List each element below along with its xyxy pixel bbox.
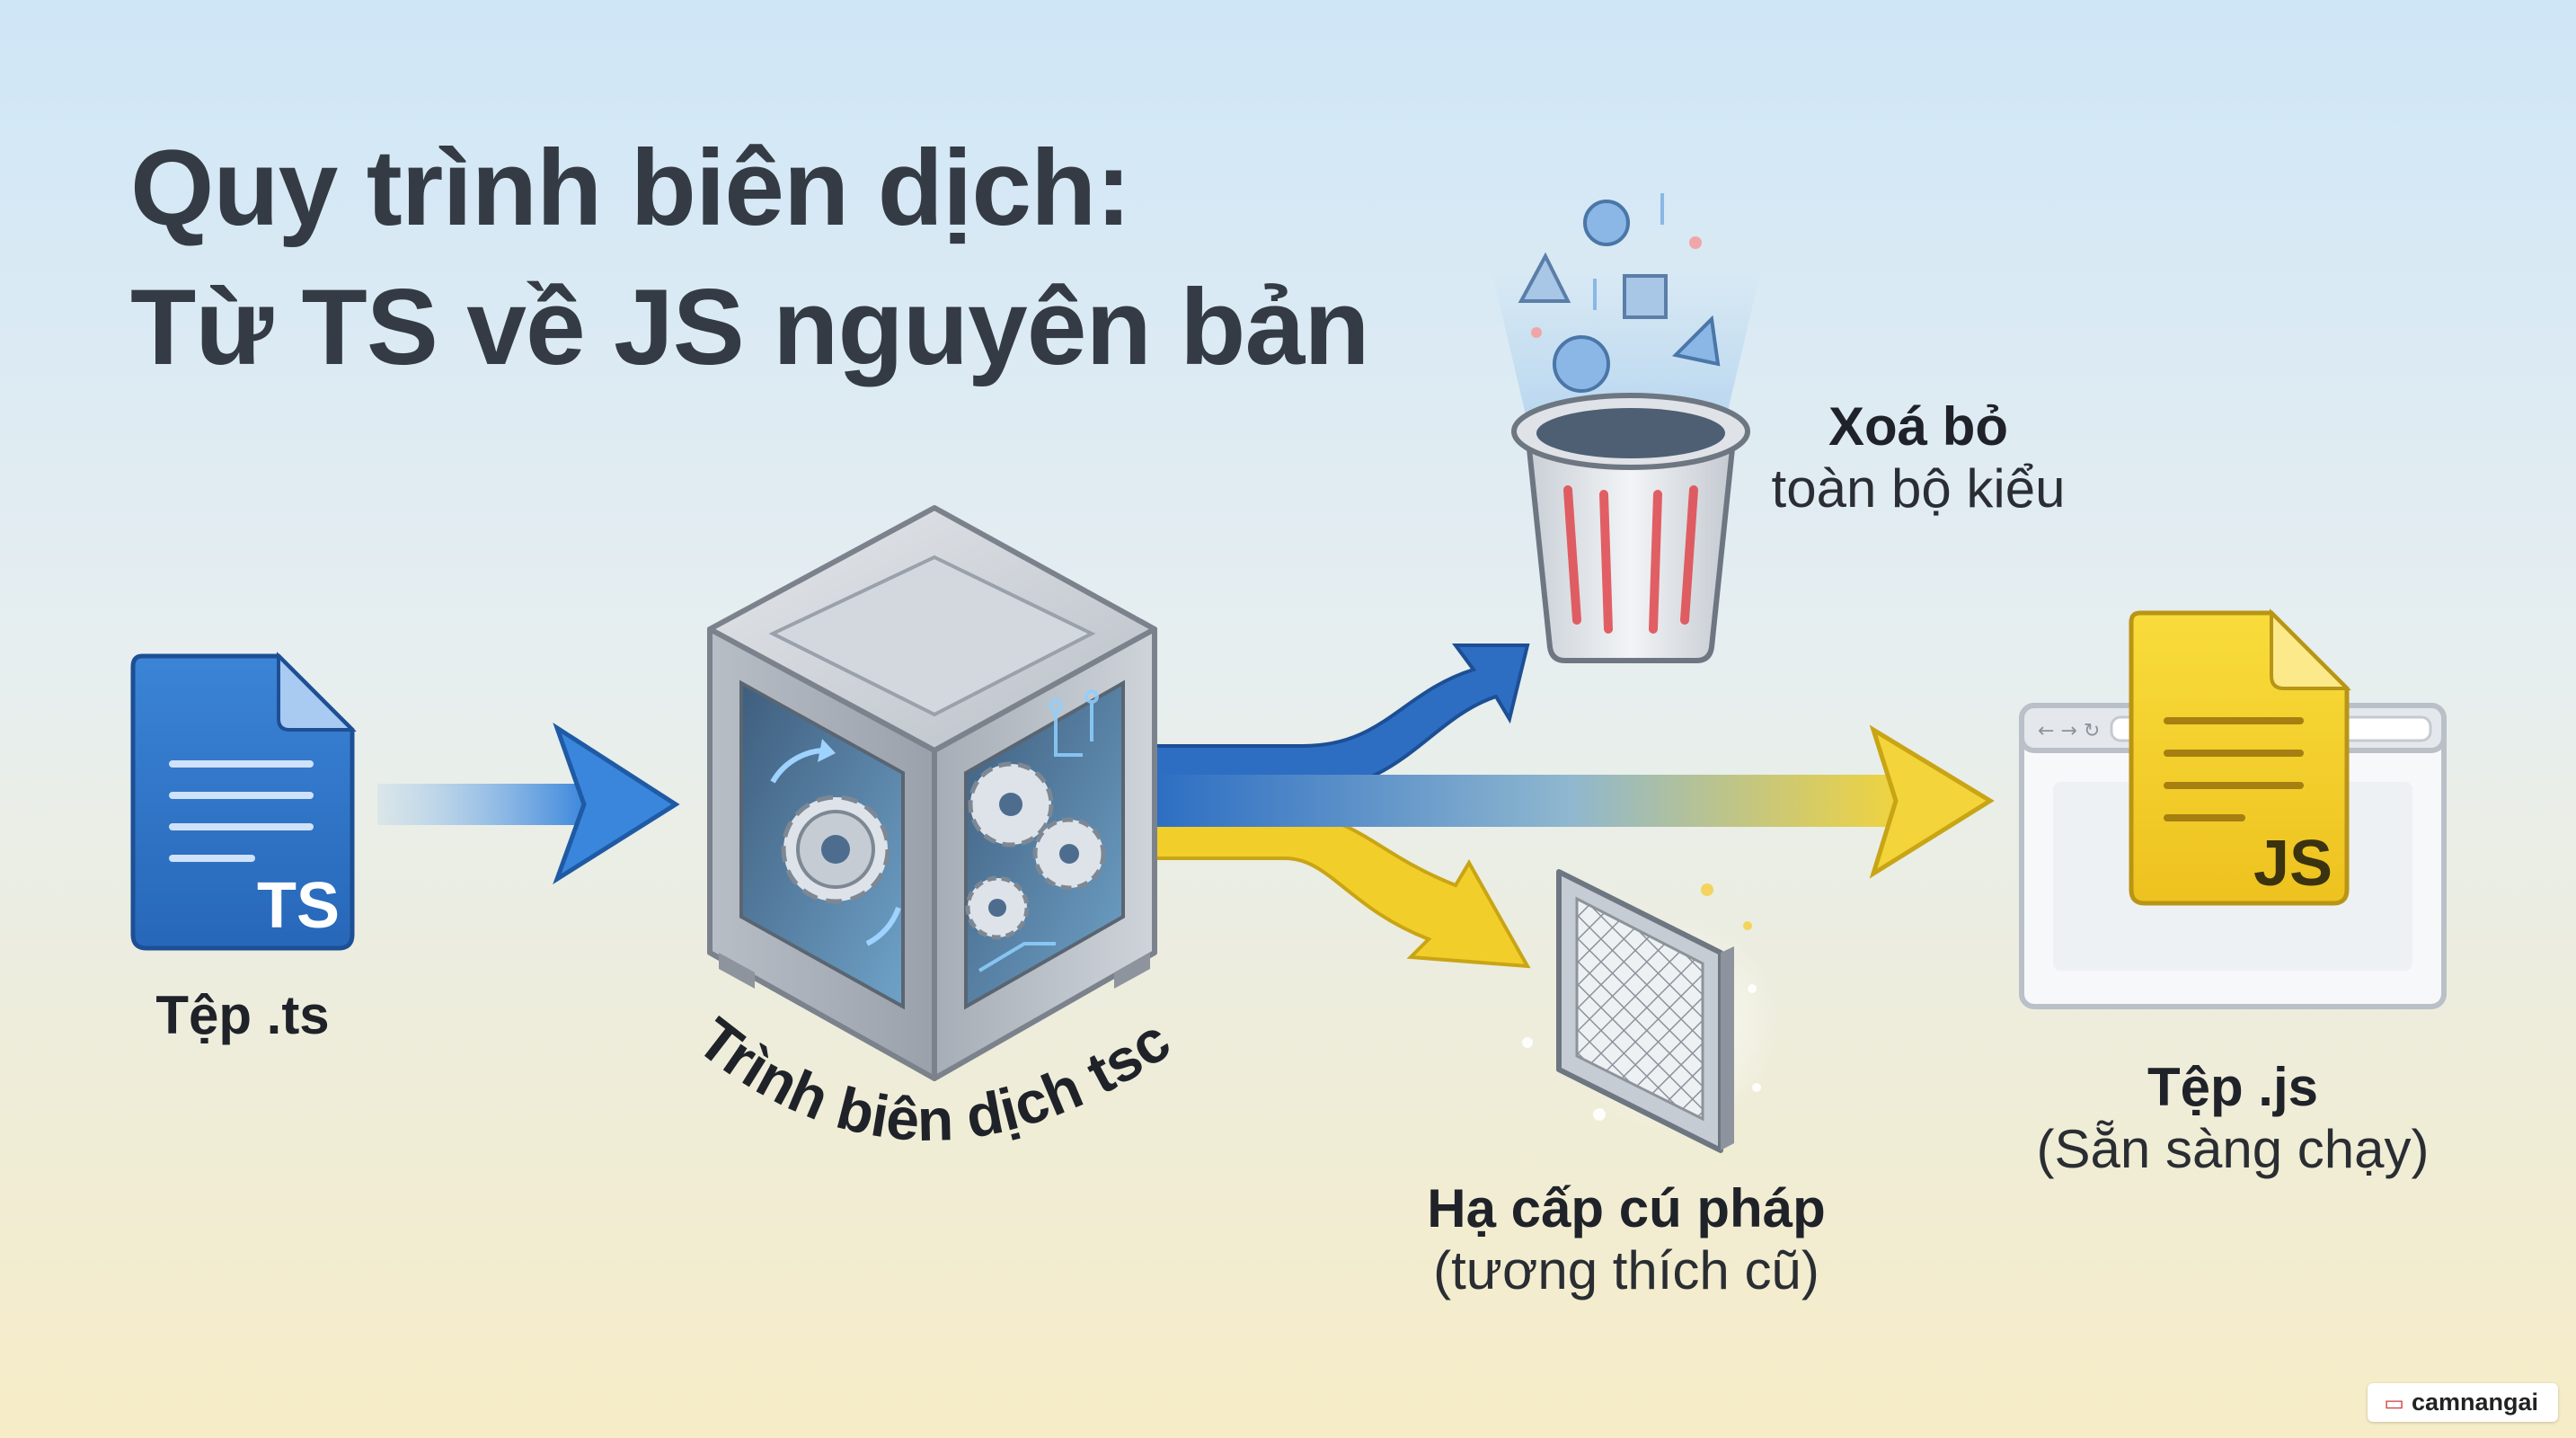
gear-icon xyxy=(968,761,1054,848)
js-file-label-normal: (Sẵn sàng chạy) xyxy=(2036,1119,2430,1179)
ts-file-badge: TS xyxy=(257,870,340,942)
downlevel-label-bold: Hạ cấp cú pháp xyxy=(1427,1178,1826,1238)
downlevel-label: Hạ cấp cú pháp (tương thích cũ) xyxy=(1427,1177,1825,1301)
filter-icon xyxy=(1522,869,1779,1153)
page-title-line-1: Quy trình biên dịch: xyxy=(130,128,1131,248)
type-erasure-label: Xoá bỏ toàn bộ kiểu xyxy=(1772,395,2066,519)
type-erasure-label-bold: Xoá bỏ xyxy=(1828,396,2008,457)
trash-bin-icon xyxy=(1492,193,1761,663)
browser-nav-icon: ← → ↻ xyxy=(2038,720,2100,742)
js-file-label-bold: Tệp .js xyxy=(2147,1057,2319,1117)
book-icon: ▭ xyxy=(2384,1391,2404,1416)
arrow-to-js-file xyxy=(1155,724,1995,879)
compiler-cube-icon xyxy=(707,505,1157,1081)
ts-file-label: Tệp .ts xyxy=(155,984,329,1046)
gear-icon xyxy=(781,794,890,904)
arrow-ts-to-compiler xyxy=(377,722,680,884)
gear-icon xyxy=(965,875,1030,940)
arrow-to-downlevel xyxy=(1153,812,1531,969)
js-file-badge: JS xyxy=(2253,828,2333,900)
js-file-icon: JS xyxy=(2129,608,2351,906)
page-title-line-2: Từ TS về JS nguyên bản xyxy=(130,267,1370,387)
watermark-text: camnangai xyxy=(2411,1389,2538,1416)
gear-icon xyxy=(1032,817,1106,891)
type-erasure-label-normal: toàn bộ kiểu xyxy=(1771,458,2066,519)
js-file-label: Tệp .js (Sẵn sàng chạy) xyxy=(2037,1056,2430,1180)
watermark-badge[interactable]: ▭ camnangai xyxy=(2368,1383,2558,1422)
ts-file-label-text: Tệp .ts xyxy=(155,985,330,1045)
ts-file-icon: TS xyxy=(130,652,357,951)
arrow-to-trash xyxy=(1153,644,1530,793)
downlevel-label-normal: (tương thích cũ) xyxy=(1433,1240,1819,1300)
